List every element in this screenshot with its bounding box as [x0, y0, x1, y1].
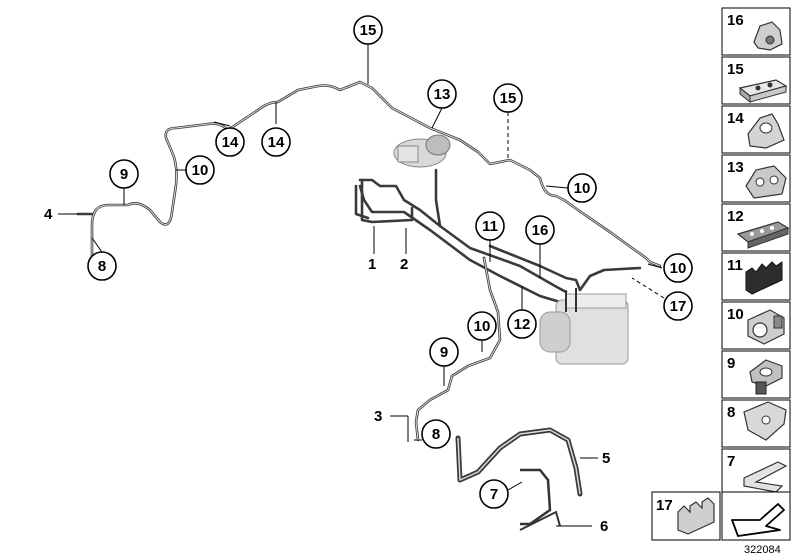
svg-text:9: 9 — [727, 355, 735, 372]
callout-11: 11 — [475, 211, 505, 241]
svg-text:10: 10 — [192, 162, 209, 179]
svg-text:15: 15 — [727, 61, 744, 78]
svg-text:11: 11 — [482, 218, 498, 235]
callout-5: 5 — [602, 450, 610, 467]
svg-text:13: 13 — [434, 86, 451, 103]
svg-text:8: 8 — [432, 426, 440, 443]
callout-16: 16 — [525, 215, 555, 245]
callout-2: 2 — [400, 256, 408, 273]
svg-text:16: 16 — [727, 12, 744, 29]
svg-text:8: 8 — [727, 404, 735, 421]
panel-item-16: 16 — [721, 7, 791, 56]
callout-6: 6 — [600, 518, 608, 535]
svg-text:15: 15 — [360, 22, 377, 39]
callout-13: 13 — [427, 79, 457, 109]
callout-9-bottom: 9 — [429, 337, 459, 367]
callout-17: 17 — [663, 291, 693, 321]
clip-16-icon — [753, 21, 783, 51]
svg-text:8: 8 — [98, 258, 106, 275]
clip-13-icon — [745, 165, 787, 199]
panel-item-10: 10 — [721, 301, 791, 350]
panel-item-15: 15 — [721, 56, 791, 105]
callout-8-left: 8 — [87, 251, 117, 281]
bracket-component — [519, 468, 561, 531]
brake-booster-component — [393, 134, 451, 168]
callout-1: 1 — [368, 256, 376, 273]
clip-17-icon — [677, 497, 715, 535]
svg-text:7: 7 — [490, 486, 498, 503]
pipe-bundle-component — [354, 178, 414, 224]
svg-text:12: 12 — [514, 316, 531, 333]
svg-text:7: 7 — [727, 453, 735, 470]
clip-7-icon — [743, 461, 788, 493]
callout-15-right: 15 — [493, 83, 523, 113]
callout-10-middle: 10 — [467, 311, 497, 341]
abs-unit-component — [539, 288, 629, 365]
callout-9-top: 9 — [109, 159, 139, 189]
panel-item-13: 13 — [721, 154, 791, 203]
svg-text:14: 14 — [727, 110, 744, 127]
svg-text:15: 15 — [500, 90, 517, 107]
svg-text:10: 10 — [727, 306, 744, 323]
callout-3: 3 — [374, 408, 382, 425]
svg-text:17: 17 — [656, 497, 673, 514]
callout-14-right: 14 — [261, 127, 291, 157]
panel-item-17: 17 — [651, 491, 791, 541]
callout-4: 4 — [44, 206, 53, 223]
svg-text:17: 17 — [670, 298, 687, 315]
clip-9-icon — [749, 359, 783, 395]
clip-14-icon — [747, 113, 785, 149]
parts-panel: 16 15 14 — [651, 7, 791, 541]
svg-text:10: 10 — [474, 318, 491, 335]
arrow-icon — [731, 503, 785, 537]
clip-11-icon — [745, 261, 783, 295]
leader-lines — [58, 44, 665, 527]
svg-text:11: 11 — [727, 257, 743, 274]
callout-15-top: 15 — [353, 15, 383, 45]
svg-text:9: 9 — [440, 344, 448, 361]
panel-item-7: 7 — [721, 448, 791, 497]
svg-text:16: 16 — [532, 222, 549, 239]
callout-10-left: 10 — [185, 155, 215, 185]
panel-item-12: 12 — [721, 203, 791, 252]
svg-text:14: 14 — [268, 134, 285, 151]
clip-12-icon — [736, 221, 790, 249]
panel-item-8: 8 — [721, 399, 791, 448]
callout-12: 12 — [507, 309, 537, 339]
panel-item-14: 14 — [721, 105, 791, 154]
callout-14-left: 14 — [215, 127, 245, 157]
callout-7: 7 — [479, 479, 509, 509]
clip-15-icon — [738, 79, 788, 104]
callout-8-bottom: 8 — [421, 419, 451, 449]
clip-10-icon — [747, 309, 785, 345]
svg-text:14: 14 — [222, 134, 239, 151]
svg-text:9: 9 — [120, 166, 128, 183]
svg-text:12: 12 — [727, 208, 744, 225]
callout-10-right: 10 — [663, 253, 693, 283]
svg-text:13: 13 — [727, 159, 744, 176]
svg-text:10: 10 — [574, 180, 591, 197]
diagram-number: 322084 — [744, 544, 781, 556]
callout-10-upper-right: 10 — [567, 173, 597, 203]
clip-8-icon — [743, 401, 787, 441]
panel-item-11: 11 — [721, 252, 791, 301]
brake-pipes — [76, 80, 662, 497]
svg-text:10: 10 — [670, 260, 687, 277]
panel-item-9: 9 — [721, 350, 791, 399]
